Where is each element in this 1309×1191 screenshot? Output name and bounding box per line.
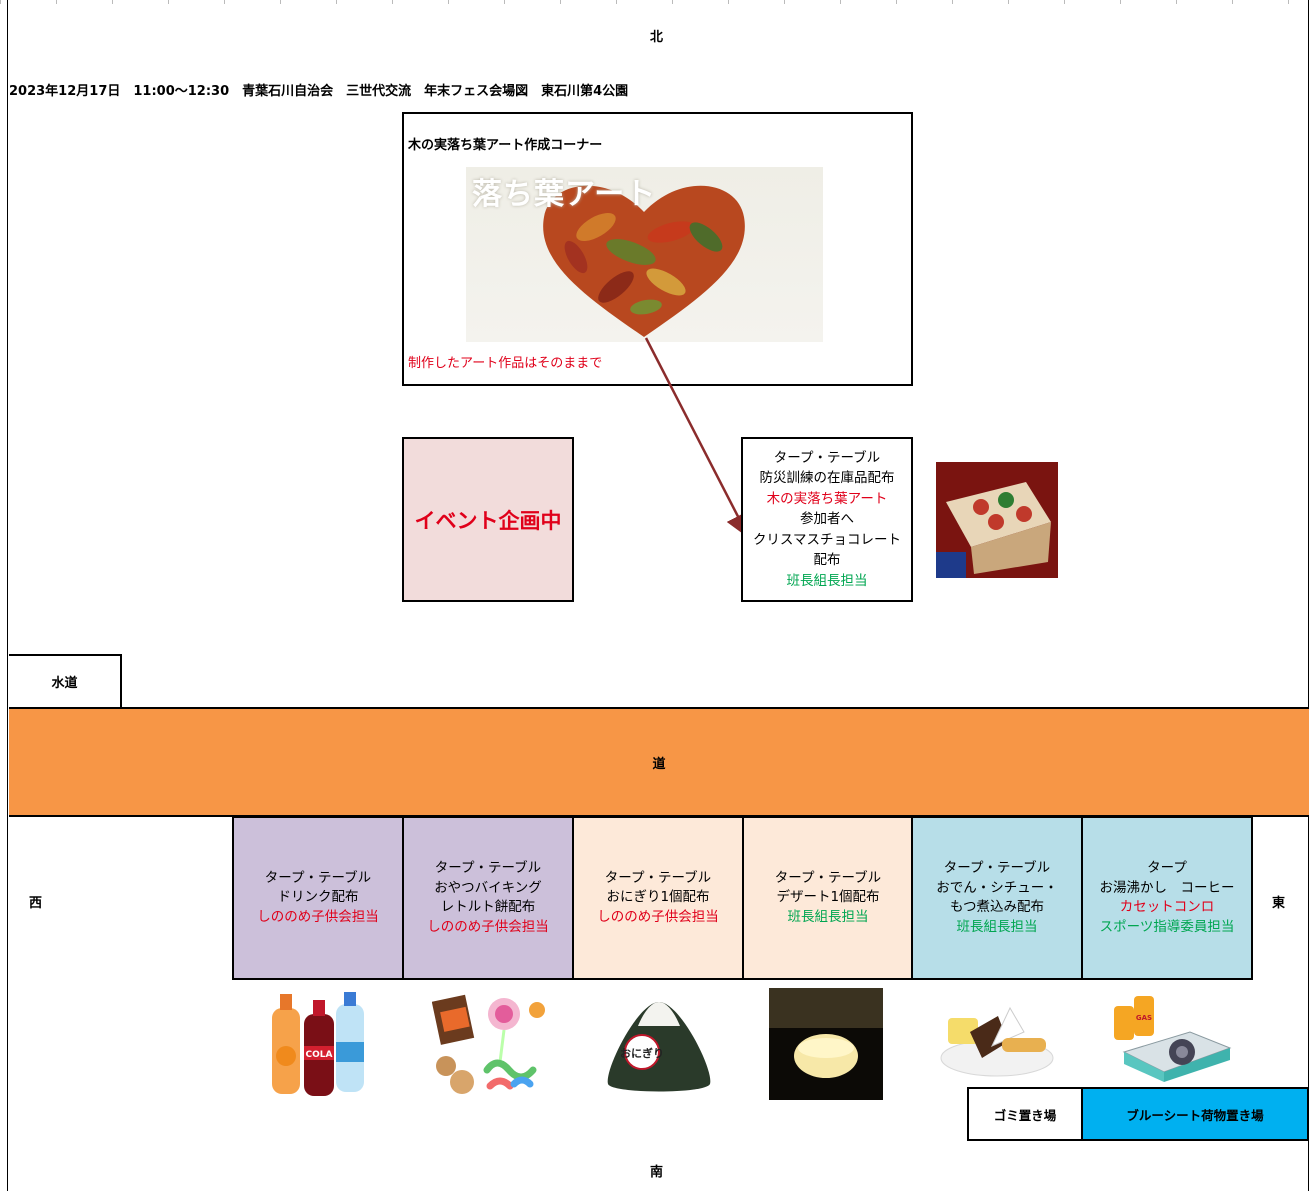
stall-line: しののめ子供会担当 [597, 908, 719, 925]
stall-line: しののめ子供会担当 [257, 908, 379, 925]
info-line: 班長組長担当 [786, 572, 868, 589]
page-title: 2023年12月17日 11:00～12:30 青葉石川自治会 三世代交流 年末… [9, 84, 629, 99]
info-line: 参加者へ [800, 511, 854, 528]
stall-line: お湯沸かし コーヒー [1099, 879, 1235, 896]
info-line: クリスマスチョコレート [752, 531, 902, 548]
stall-onigiri: タープ・テーブル おにぎり1個配布 しののめ子供会担当 [572, 816, 744, 980]
stall-line: カセットコンロ [1119, 899, 1215, 915]
road-area: 道 [9, 707, 1309, 817]
stall-line: 班長組長担当 [787, 908, 869, 925]
info-line: タープ・テーブル [773, 449, 881, 466]
art-corner-title: 木の実落ち葉アート作成コーナー [408, 138, 603, 153]
sheet-column-grid [0, 0, 1309, 4]
stall-dessert: タープ・テーブル デザート1個配布 班長組長担当 [742, 816, 914, 980]
stall-line: タープ・テーブル [434, 860, 542, 876]
art-corner: 木の実落ち葉アート作成コーナー 落ち葉アート 制作したアート作品はそのままで [402, 112, 913, 386]
stall-line: もつ煮込み配布 [950, 899, 1044, 915]
west-label: 西 [29, 896, 43, 911]
blue-sheet-label: ブルーシート荷物置き場 [1126, 1107, 1264, 1123]
chocolate-box-photo [936, 462, 1058, 578]
info-line: 配布 [813, 552, 841, 569]
stall-line: おでん・シチュー・ [936, 879, 1058, 896]
stall-line: レトルト餅配布 [440, 899, 536, 915]
stall-line: おにぎり1個配布 [606, 889, 710, 906]
stall-line: タープ [1147, 860, 1187, 876]
stall-drinks: タープ・テーブル ドリンク配布 しののめ子供会担当 [232, 816, 404, 980]
cola-label: COLA [306, 1050, 333, 1060]
leaf-art-caption: 落ち葉アート [472, 177, 657, 212]
water-tap-area: 水道 [9, 654, 122, 709]
onigiri-label: おにぎり [620, 1046, 664, 1060]
stall-line: ドリンク配布 [277, 889, 359, 906]
stall-line: しののめ子供会担当 [427, 918, 549, 935]
east-label: 東 [1272, 896, 1286, 911]
dessert-cookies-image [940, 1006, 1054, 1077]
gas-stove-image: GAS [1114, 996, 1232, 1082]
stall-line: タープ・テーブル [774, 869, 882, 886]
info-line: 木の実落ち葉アート [766, 490, 888, 507]
gas-can-label: GAS [1136, 1014, 1152, 1022]
stall-coffee: タープ お湯沸かし コーヒー カセットコンロ スポーツ指導委員担当 [1081, 816, 1253, 980]
stall-snacks: タープ・テーブル おやつバイキング レトルト餅配布 しののめ子供会担当 [402, 816, 574, 980]
water-label: 水道 [51, 676, 78, 691]
stall-line: スポーツ指導委員担当 [1099, 918, 1235, 935]
event-planning-label: イベント企画中 [414, 508, 562, 533]
stall-line: 班長組長担当 [956, 918, 1038, 935]
stall-line: おやつバイキング [434, 879, 542, 896]
blue-sheet-area: ブルーシート荷物置き場 [1081, 1087, 1309, 1141]
event-planning-box: イベント企画中 [402, 437, 574, 602]
stall-oden: タープ・テーブル おでん・シチュー・ もつ煮込み配布 班長組長担当 [911, 816, 1083, 980]
garbage-label: ゴミ置き場 [993, 1107, 1057, 1123]
onigiri-image: おにぎり [607, 1002, 711, 1092]
pudding-image [769, 988, 883, 1100]
stall-line: タープ・テーブル [604, 869, 712, 886]
stall-line: タープ・テーブル [943, 860, 1051, 876]
leaf-heart-picture [543, 185, 745, 337]
south-label: 南 [650, 1165, 664, 1180]
snacks-image [432, 994, 545, 1094]
info-line: 防災訓練の在庫品配布 [759, 470, 895, 487]
art-corner-note: 制作したアート作品はそのままで [408, 356, 603, 371]
stall-line: デザート1個配布 [776, 889, 880, 906]
north-label: 北 [650, 30, 664, 45]
road-label: 道 [652, 756, 666, 772]
drink-bottles-image: COLA [272, 992, 364, 1096]
garbage-area: ゴミ置き場 [967, 1087, 1083, 1141]
stall-line: タープ・テーブル [264, 869, 372, 886]
chocolate-distribution-box: タープ・テーブル 防災訓練の在庫品配布 木の実落ち葉アート 参加者へ クリスマス… [741, 437, 913, 602]
leaf-art-image: 落ち葉アート [466, 167, 823, 342]
